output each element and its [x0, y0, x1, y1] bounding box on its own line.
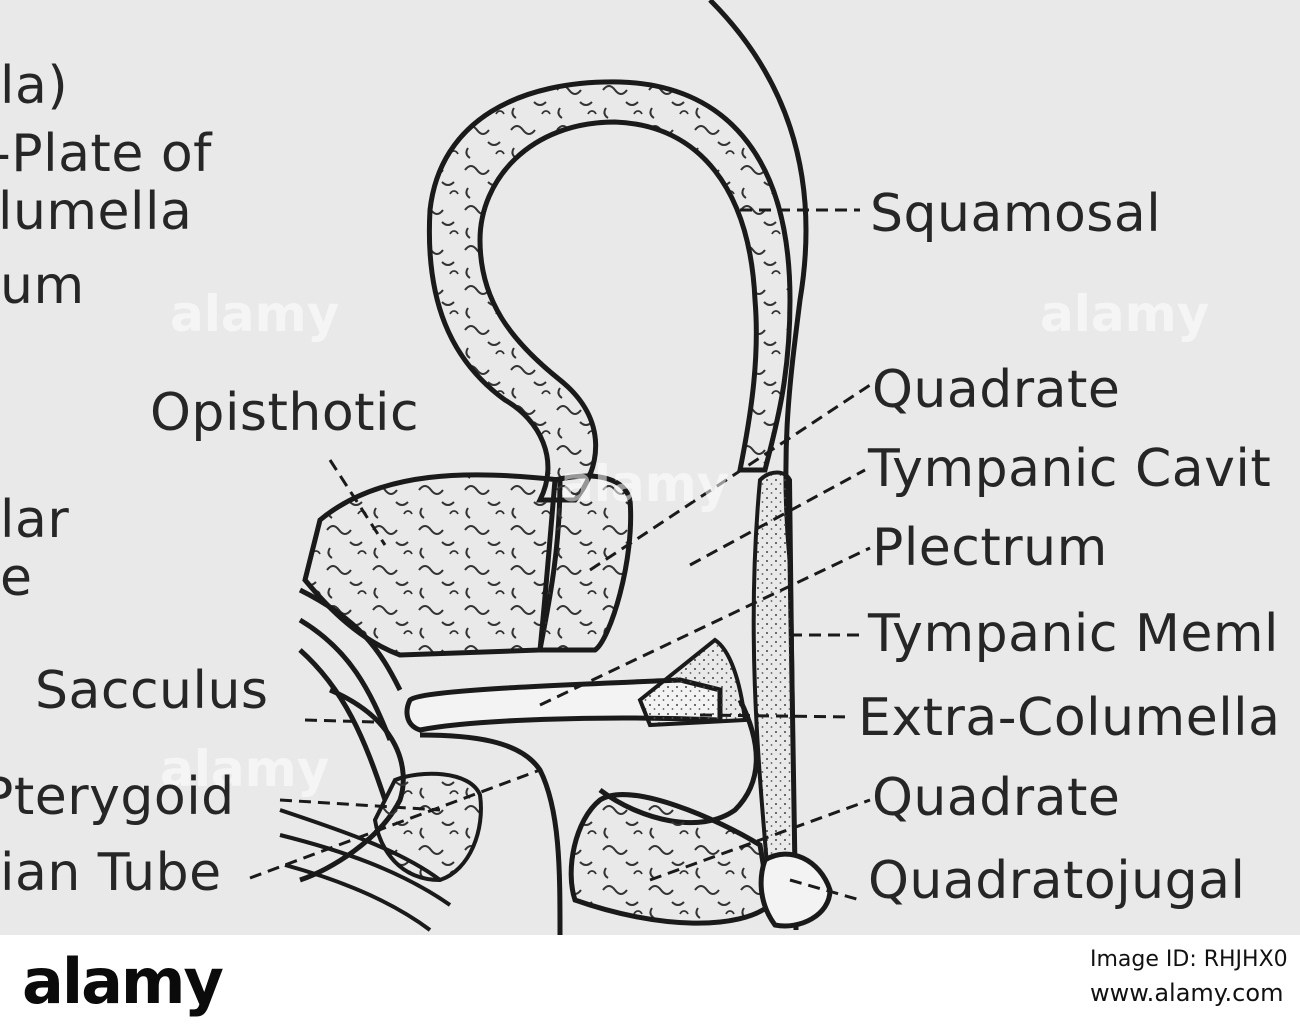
footer-bar: alamy Image ID: RHJHX0 www.alamy.com	[0, 935, 1300, 1027]
pterygoid-lines-3	[284, 863, 432, 932]
label-tympanic-cavity: Tympanic Cavit	[868, 439, 1272, 499]
leader-sacculus	[304, 718, 376, 724]
label-plate-of: -Plate of	[0, 124, 212, 184]
label-tympanic-membrane: Tympanic Meml	[868, 604, 1279, 664]
watermark-bottom: alamy	[160, 740, 330, 798]
watermark-left: alamy	[170, 285, 340, 343]
leader-pterygoid	[279, 798, 441, 812]
label-e: e	[0, 548, 33, 608]
quadrate-lower-bone	[568, 792, 773, 926]
label-la: la)	[0, 56, 69, 116]
quadrate-upper-bone	[537, 473, 634, 653]
label-plectrum: Plectrum	[872, 518, 1108, 578]
footer-logo-text: alamy	[22, 945, 224, 1018]
ear-cross-section-drawing	[249, 0, 871, 935]
squamosal-bone	[426, 79, 793, 503]
extra-columella-shape	[637, 637, 748, 728]
opisthotic-bone	[302, 472, 563, 658]
label-ian-tube: ian Tube	[0, 843, 222, 903]
leader-quadratojugal	[789, 878, 861, 902]
label-extra-columella: Extra-Columella	[858, 688, 1281, 748]
leader-plectrum	[539, 546, 871, 707]
label-lumella: lumella	[0, 182, 193, 242]
footer-url[interactable]: www.alamy.com	[1090, 979, 1284, 1007]
leader-extra-columella	[699, 713, 851, 719]
label-lar: lar	[0, 490, 70, 550]
quadratojugal-bone	[758, 851, 833, 929]
label-squamosal: Squamosal	[870, 184, 1162, 244]
label-um: um	[0, 256, 85, 316]
pterygoid-lines-2	[279, 833, 452, 907]
leader-quadrate-lower	[649, 798, 871, 882]
lamella-1	[298, 587, 403, 692]
label-opisthotic: Opisthotic	[150, 383, 420, 443]
pterygoid-lines-1	[279, 808, 442, 882]
diagram-figure: alamy alamy alamy alamy la) -Plate of lu…	[0, 0, 1300, 935]
eustachian-tube-wall	[419, 732, 563, 935]
label-quadrate-lower: Quadrate	[872, 768, 1121, 828]
label-quadrate-upper: Quadrate	[872, 360, 1121, 420]
leader-lines	[249, 208, 871, 902]
pterygoid-bone	[372, 771, 483, 883]
footer-logo[interactable]: alamy	[22, 945, 224, 1018]
leader-opisthotic	[328, 459, 387, 546]
lamella-3	[298, 648, 388, 801]
watermark-right: alamy	[1040, 285, 1210, 343]
leader-tympanic-cavity	[689, 468, 866, 567]
label-sacculus: Sacculus	[35, 661, 269, 721]
label-pterygoid: Pterygoid	[0, 767, 235, 827]
watermark-center: alamy	[560, 455, 730, 513]
footer-image-id: Image ID: RHJHX0	[1090, 947, 1288, 972]
leader-eustachian	[249, 768, 541, 880]
label-quadratojugal: Quadratojugal	[868, 851, 1246, 911]
